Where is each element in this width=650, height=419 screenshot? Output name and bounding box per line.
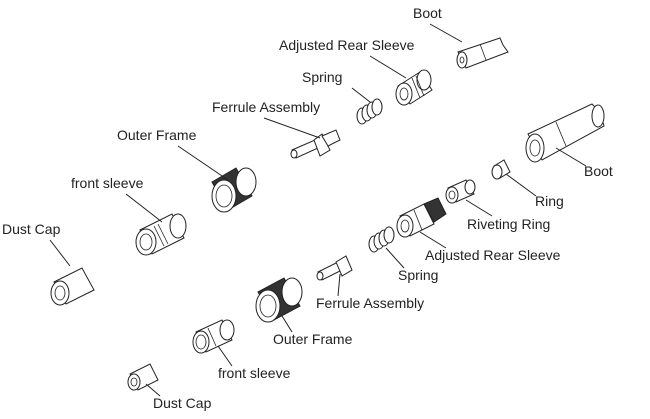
label-spring-top: Spring [302,69,342,85]
leader-spring-top [351,87,371,103]
label-outer-frame-top: Outer Frame [117,127,197,143]
adjusted-rear-sleeve-top-part [395,69,433,106]
boot-bottom-part [525,103,605,163]
ferrule-assembly-bottom-part [316,255,353,281]
leader-outer-frame-bottom [281,315,293,333]
label-riveting-ring: Riveting Ring [467,216,550,232]
outer-frame-bottom-part [255,277,303,323]
leader-front-sleeve-bottom [217,345,233,367]
spring-bottom-part [368,226,395,253]
label-outer-frame-bottom: Outer Frame [273,331,353,347]
label-dust-cap-bottom: Dust Cap [153,395,212,411]
spring-top-part [356,98,383,125]
riveting-ring-part [445,179,476,204]
leader-spring-bottom [385,247,405,269]
leader-adjusted-rear-sleeve-bottom [419,231,447,249]
outer-frame-top-part [211,167,257,213]
leader-dust-cap-bottom [145,383,161,397]
leader-outer-frame-top [177,145,229,181]
leader-boot-top [429,23,463,43]
front-sleeve-top-part [135,213,187,256]
leader-dust-cap-top [49,239,71,267]
leader-boot-bottom [555,147,587,167]
label-ferrule-assembly-top: Ferrule Assembly [212,99,320,115]
leader-ferrule-assembly-top [263,117,321,139]
label-dust-cap-top: Dust Cap [2,221,61,237]
leader-ring [505,173,537,197]
adjusted-rear-sleeve-bottom-part [396,197,447,238]
label-adjusted-rear-sleeve-bottom: Adjusted Rear Sleeve [425,247,561,263]
boot-top-part [456,37,509,69]
label-spring-bottom: Spring [398,267,438,283]
leader-front-sleeve-top [125,193,163,223]
dust-cap-bottom-part [127,363,159,391]
label-front-sleeve-bottom: front sleeve [218,365,291,381]
leader-ferrule-assembly-bottom [337,273,341,297]
leader-adjusted-rear-sleeve-top [369,55,407,79]
label-adjusted-rear-sleeve-top: Adjusted Rear Sleeve [279,37,415,53]
label-front-sleeve-top: front sleeve [71,175,144,191]
label-boot-bottom: Boot [584,163,613,179]
dust-cap-top-part [50,267,95,306]
leader-riveting-ring [465,199,493,217]
ring-part [491,159,511,180]
label-ferrule-assembly-bottom: Ferrule Assembly [316,295,424,311]
ferrule-assembly-top-part [290,129,341,159]
label-ring: Ring [535,193,564,209]
front-sleeve-bottom-part [192,319,235,354]
label-boot-top: Boot [413,5,442,21]
